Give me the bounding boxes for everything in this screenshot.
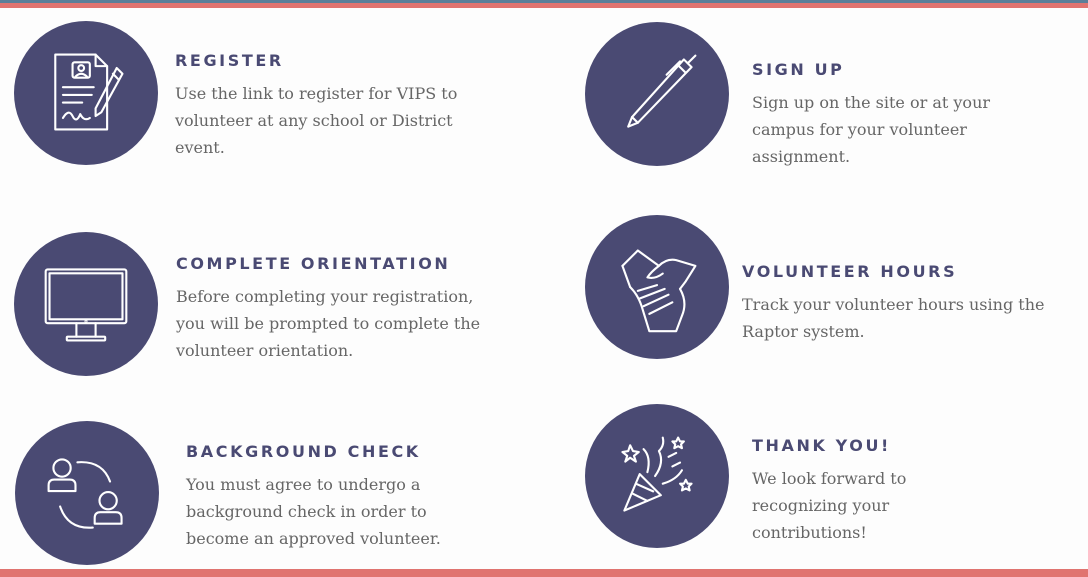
register-block: REGISTER Use the link to register for VI… bbox=[175, 51, 555, 161]
volunteer-hours-description: Track your volunteer hours using the Rap… bbox=[742, 295, 1045, 341]
orientation-block: COMPLETE ORIENTATION Before completing y… bbox=[176, 254, 576, 364]
registration-form-icon bbox=[14, 21, 158, 165]
register-description: Use the link to register for VIPS to vol… bbox=[175, 84, 458, 157]
bottom-accent-bar bbox=[0, 569, 1088, 577]
joined-hands-icon bbox=[585, 215, 729, 359]
computer-monitor-icon bbox=[14, 232, 158, 376]
thank-you-title: THANK YOU! bbox=[752, 436, 891, 455]
background-check-block: BACKGROUND CHECK You must agree to under… bbox=[186, 442, 546, 552]
pen-icon bbox=[585, 22, 729, 166]
orientation-title: COMPLETE ORIENTATION bbox=[176, 254, 451, 273]
sign-up-description: Sign up on the site or at your campus fo… bbox=[752, 93, 991, 166]
party-popper-icon bbox=[585, 404, 729, 548]
register-title: REGISTER bbox=[175, 51, 284, 70]
sign-up-title: SIGN UP bbox=[752, 60, 845, 79]
background-check-title: BACKGROUND CHECK bbox=[186, 442, 421, 461]
background-check-description: You must agree to undergo a background c… bbox=[186, 475, 441, 548]
two-people-exchange-icon bbox=[15, 421, 159, 565]
orientation-description: Before completing your registration, you… bbox=[176, 287, 481, 360]
volunteer-hours-title: VOLUNTEER HOURS bbox=[742, 262, 958, 281]
thank-you-description: We look forward to recognizing your cont… bbox=[752, 469, 907, 542]
top-accent-bar bbox=[0, 0, 1088, 8]
thank-you-block: THANK YOU! We look forward to recognizin… bbox=[752, 436, 1072, 546]
sign-up-block: SIGN UP Sign up on the site or at your c… bbox=[752, 60, 1072, 170]
volunteer-hours-block: VOLUNTEER HOURS Track your volunteer hou… bbox=[742, 262, 1082, 345]
